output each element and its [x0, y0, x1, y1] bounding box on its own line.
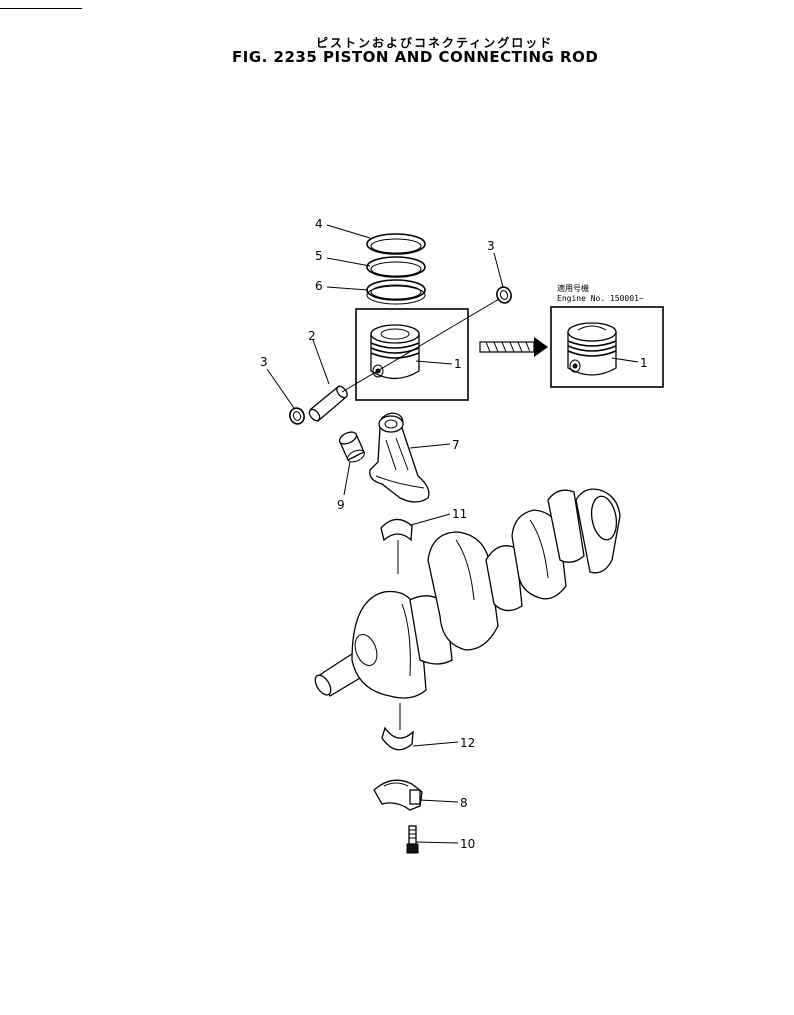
leader-12	[412, 741, 459, 747]
snap-ring-3-upper[interactable]	[495, 285, 514, 305]
callout-9: 9	[337, 498, 345, 512]
bearing-11[interactable]	[380, 518, 413, 542]
leader-11	[410, 513, 451, 526]
piston-pin-2[interactable]	[307, 384, 349, 422]
leader-9	[343, 461, 351, 496]
bushing-9[interactable]	[338, 430, 367, 465]
arrow-icon	[479, 337, 548, 357]
bolt-10[interactable]	[406, 825, 419, 854]
leader-1-right	[611, 357, 639, 363]
callout-5: 5	[315, 249, 323, 263]
piston-box-left	[355, 308, 469, 401]
callout-8: 8	[460, 796, 468, 810]
piston-ring-6[interactable]	[366, 279, 426, 305]
piston-ring-5[interactable]	[366, 256, 426, 278]
crankshaft	[314, 488, 621, 699]
leader-5	[326, 257, 371, 267]
callout-3-lower: 3	[260, 355, 268, 369]
leader-2	[312, 339, 330, 385]
callout-12: 12	[460, 736, 475, 750]
snap-ring-3-lower[interactable]	[288, 406, 307, 426]
piston-1-alt[interactable]	[567, 322, 617, 376]
leader-1-left	[415, 360, 453, 365]
leader-6	[326, 286, 369, 291]
figure-title-japanese: ピストンおよびコネクティングロッド	[316, 36, 554, 50]
piston-box-right	[550, 306, 664, 388]
leader-8	[419, 799, 459, 803]
leader-7	[409, 443, 451, 449]
leader-4	[326, 224, 371, 239]
callout-6: 6	[315, 279, 323, 293]
callout-11: 11	[452, 507, 467, 521]
note-japanese: 適用号機	[557, 283, 589, 293]
bearing-12[interactable]	[381, 726, 414, 751]
leader-3-upper	[493, 252, 504, 288]
connecting-rod-7[interactable]	[369, 412, 430, 503]
top-rule	[0, 8, 82, 9]
rod-cap-8[interactable]	[373, 779, 423, 811]
leader-pin-snap	[341, 298, 500, 393]
callout-10: 10	[460, 837, 475, 851]
callout-3-upper: 3	[487, 239, 495, 253]
callout-4: 4	[315, 217, 323, 231]
callout-7: 7	[452, 438, 460, 452]
figure-title: FIG. 2235 PISTON AND CONNECTING ROD	[232, 48, 599, 66]
note-engine-number: Engine No. 150001~	[557, 294, 644, 303]
callout-1-left: 1	[454, 357, 462, 371]
piston-ring-4[interactable]	[366, 233, 426, 255]
leader-10	[415, 841, 459, 844]
leader-3-lower	[266, 368, 295, 409]
callout-2: 2	[308, 329, 316, 343]
callout-1-right: 1	[640, 356, 648, 370]
